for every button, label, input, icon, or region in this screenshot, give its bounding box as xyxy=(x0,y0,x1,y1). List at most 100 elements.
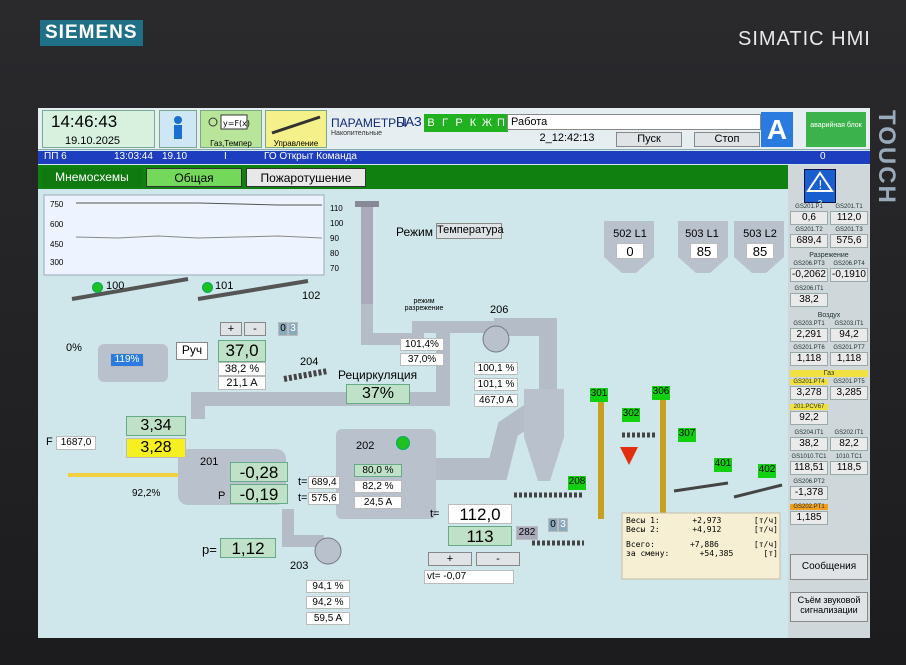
trend-tick-l3: 300 xyxy=(50,258,64,267)
gas-temp-button[interactable]: y=F(x) Газ,Темпер xyxy=(200,110,262,148)
tab-bar: Мнемосхемы Общая Пожаротушение xyxy=(38,165,788,189)
w-u3: [т/ч] xyxy=(753,540,778,549)
paz-label: ПАЗ xyxy=(396,114,422,129)
sec-razr: Разрежение xyxy=(809,252,849,259)
plus-button-1[interactable]: + xyxy=(220,322,242,336)
r4-l0: GS206.IT1 xyxy=(794,286,824,292)
stack-cap xyxy=(355,201,379,207)
trend-line-1 xyxy=(76,202,322,206)
drum-v1: 80,0 % xyxy=(354,464,402,477)
paz-key-g[interactable]: Г xyxy=(438,114,452,132)
silo-503-2 xyxy=(734,221,784,273)
w-l4: за смену: xyxy=(626,549,670,558)
screw-204 xyxy=(283,368,329,382)
minus-button-2[interactable]: - xyxy=(476,552,520,566)
sec-air: Воздух xyxy=(817,312,841,319)
alarm-bar[interactable]: ПП 6 13:03:44 19.10 I ГО Открыт Команда … xyxy=(38,151,870,164)
status-dot-100 xyxy=(92,282,103,293)
alarm-button[interactable]: ! 2 xyxy=(804,169,836,208)
gas-p2: 3,28 xyxy=(126,438,186,458)
plus-button-2[interactable]: + xyxy=(428,552,472,566)
user-icon xyxy=(174,116,182,139)
a-logo[interactable]: A xyxy=(761,112,793,147)
paz-key-zh[interactable]: Ж xyxy=(480,114,494,132)
w-u1: [т/ч] xyxy=(753,516,778,525)
conveyor-401 xyxy=(673,481,729,493)
weights-panel xyxy=(621,512,781,580)
r3-l0: GS206.PT3 xyxy=(793,261,825,267)
r7-v1: 3,285 xyxy=(830,386,868,400)
cyclone-cone xyxy=(524,437,564,481)
emergency-block[interactable]: аварийная блок xyxy=(806,112,866,147)
three-box-1: 3 xyxy=(288,322,298,336)
r10-l0: GS1010.TC1 xyxy=(791,454,827,460)
trend-tick-r1: 100 xyxy=(330,219,344,228)
trend-tick-l1: 600 xyxy=(50,220,64,229)
fan203-v3: 59,5 A xyxy=(306,612,350,625)
cyclone xyxy=(524,389,564,437)
label-282: 282 xyxy=(516,526,538,540)
params-button[interactable]: ПАРАМЕТРЫ Накопительные xyxy=(331,116,407,137)
alarm-type: I xyxy=(224,151,227,162)
tag-208: 208 xyxy=(568,476,586,490)
manual-button[interactable]: Руч xyxy=(176,342,208,360)
trend-line-2 xyxy=(75,235,323,239)
alarm-count: 0 xyxy=(820,151,826,162)
fan203-v2: 94,2 % xyxy=(306,596,350,609)
w-v3: +7,886 xyxy=(689,540,719,549)
control-button[interactable]: Управление xyxy=(265,110,327,148)
r9-v1: 82,2 xyxy=(830,437,868,451)
r2-v1: 575,6 xyxy=(830,234,868,248)
r10-v1: 118,5 xyxy=(830,461,868,475)
r2-l1: GS201.T3 xyxy=(835,227,863,233)
r1-l0: GS201.P1 xyxy=(795,204,823,210)
paz-key-r[interactable]: Р xyxy=(452,114,466,132)
r1-l1: GS201.T1 xyxy=(835,204,863,210)
tab-mnemo[interactable]: Мнемосхемы xyxy=(42,168,142,187)
ack-sound-button[interactable]: Съём звуковой сигнализации xyxy=(790,592,868,622)
feeder-amp: 21,1 A xyxy=(218,376,266,390)
fan206-v1: 100,1 % xyxy=(474,362,518,375)
tag-302: 302 xyxy=(622,408,640,422)
silo-value-2: 85 xyxy=(746,243,774,259)
paz-key-v[interactable]: В xyxy=(424,114,438,132)
params-sub: Накопительные xyxy=(331,130,382,137)
r6-l1: GS201.PT7 xyxy=(833,345,865,351)
burner-t1: 689,4 xyxy=(308,476,340,489)
r2-l0: GS201.T2 xyxy=(795,227,823,233)
duct-cyclone xyxy=(433,399,545,480)
function-icon: y=F(x) xyxy=(208,114,250,130)
r11-v0: -1,378 xyxy=(790,486,828,500)
duct-203 xyxy=(282,509,324,547)
r5-l1: GS203.IT1 xyxy=(834,321,864,327)
trend-frame xyxy=(43,194,325,276)
trend-tick-l0: 750 xyxy=(50,200,64,209)
start-button[interactable]: Пуск xyxy=(616,132,682,147)
duct-recirc xyxy=(191,327,450,419)
temp-label-2: t= xyxy=(298,492,308,504)
r9-l1: GS202.IT1 xyxy=(834,430,864,436)
user-button[interactable] xyxy=(159,110,197,148)
minus-button-1[interactable]: - xyxy=(244,322,266,336)
outlet-vt: vt= -0,07 xyxy=(424,570,514,584)
silo-503-1 xyxy=(678,221,728,273)
messages-button[interactable]: Сообщения xyxy=(790,554,868,580)
status-dot-202 xyxy=(396,436,410,450)
tag-402: 402 xyxy=(758,464,776,478)
stop-button[interactable]: Стоп xyxy=(694,132,760,147)
fan203-v1: 94,1 % xyxy=(306,580,350,593)
r1-v1: 112,0 xyxy=(830,211,868,225)
paz-key-k[interactable]: К xyxy=(466,114,480,132)
mode-select[interactable]: Температура xyxy=(436,223,504,239)
outlet-setpoint[interactable]: 113 xyxy=(448,526,512,546)
r2-v0: 689,4 xyxy=(790,234,828,248)
clock-panel: 14:46:43 19.10.2025 xyxy=(42,110,155,148)
tab-general[interactable]: Общая xyxy=(146,168,242,187)
paz-key-p[interactable]: П xyxy=(494,114,508,132)
w-v4: +54,385 xyxy=(699,549,734,558)
label-203: 203 xyxy=(290,560,309,572)
tag-301: 301 xyxy=(590,388,608,402)
flow-value: 1687,0 xyxy=(56,436,96,450)
tab-fire[interactable]: Пожаротушение xyxy=(246,168,366,187)
fan-203 xyxy=(314,537,342,565)
